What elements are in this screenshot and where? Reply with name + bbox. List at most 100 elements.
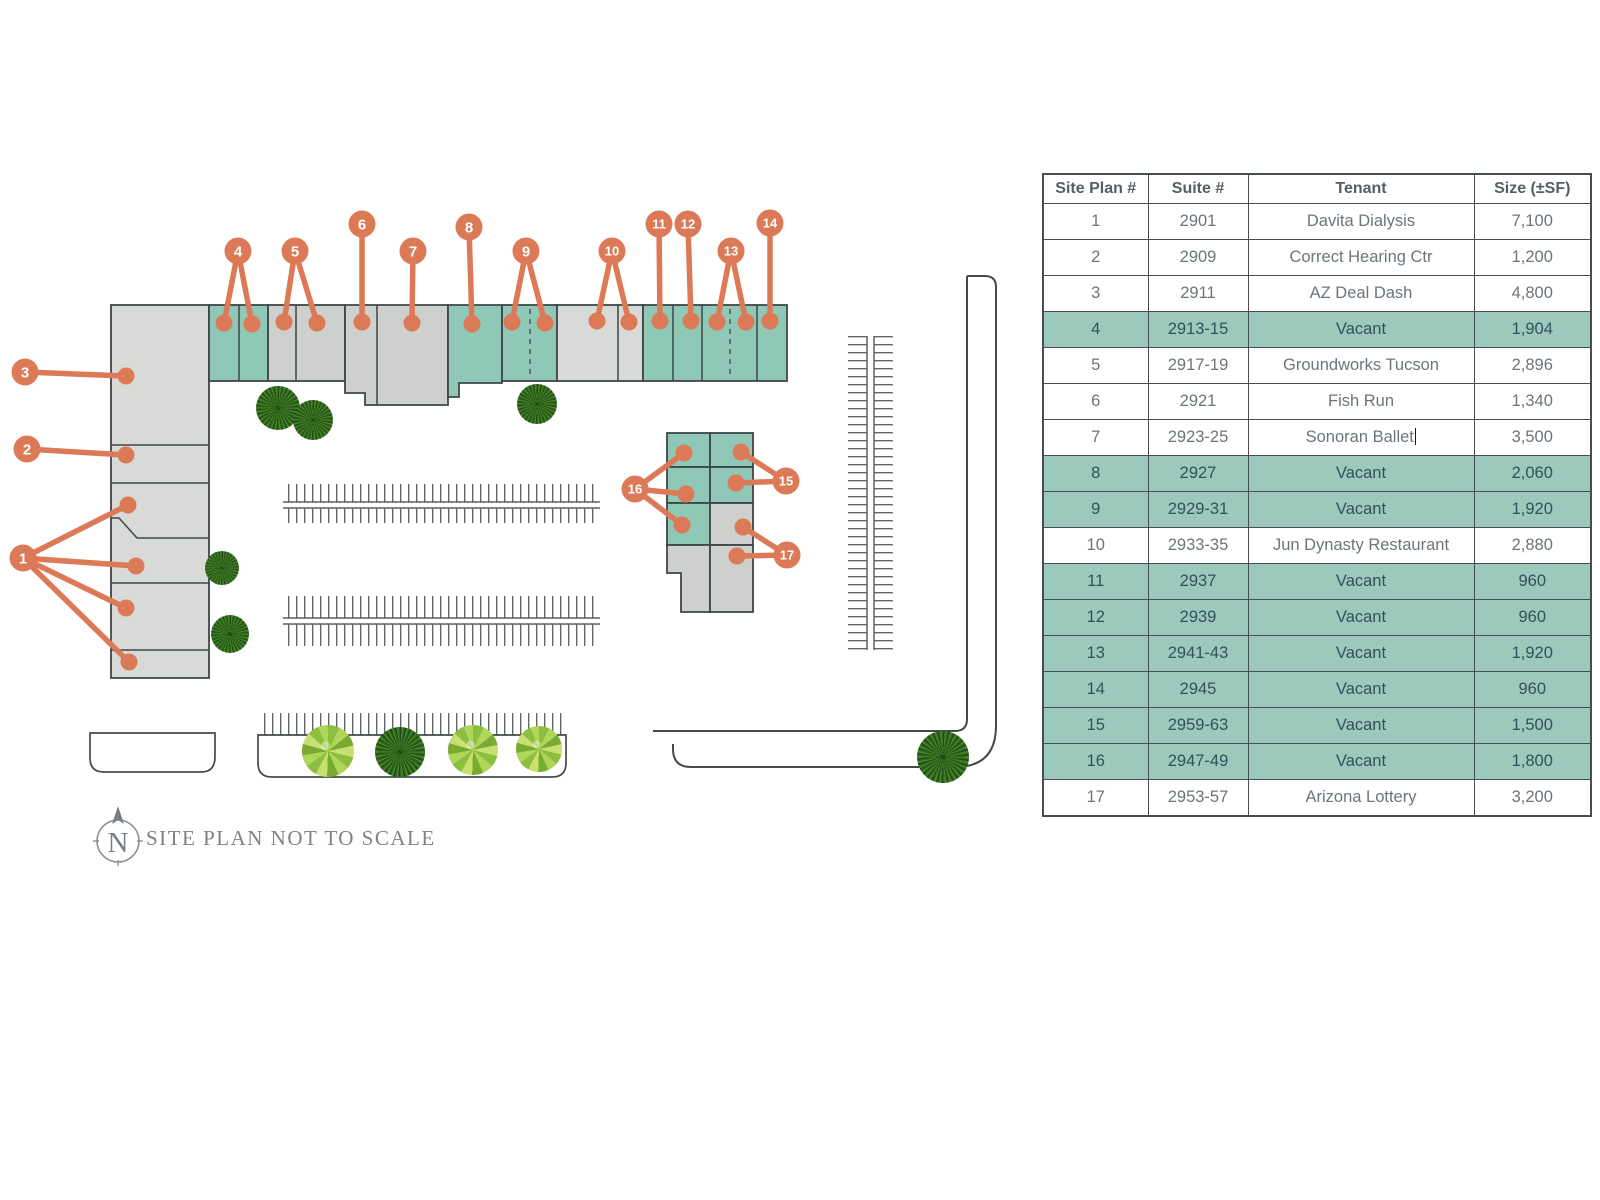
marker-dot [308, 314, 326, 332]
cell-site_plan_no: 16 [1042, 743, 1149, 780]
marker-bubble [773, 541, 801, 569]
cell-text: 16 [1086, 752, 1105, 770]
site-marker-17: 17 [728, 518, 801, 569]
cell-site_plan_no: 15 [1042, 707, 1149, 744]
cell-suite: 2941-43 [1147, 635, 1249, 672]
cell-text: 2,896 [1511, 356, 1553, 374]
marker-label: 1 [19, 550, 27, 567]
marker-label: 2 [23, 441, 31, 458]
tree-icon [293, 400, 333, 440]
marker-dot [708, 313, 726, 331]
marker-dot [215, 314, 233, 332]
site-marker-6: 6 [348, 210, 376, 331]
cell-text: 2927 [1179, 464, 1217, 482]
site-marker-1: 1 [9, 496, 145, 671]
cell-tenant: Groundworks Tucson [1247, 347, 1475, 384]
cell-text: 2917-19 [1167, 356, 1229, 374]
marker-bubble [645, 210, 673, 238]
cell-size: 1,920 [1473, 491, 1592, 528]
cell-text: Vacant [1335, 716, 1387, 734]
cell-text: 2,880 [1511, 536, 1553, 554]
marker-label: 8 [465, 219, 473, 236]
marker-label: 4 [234, 243, 243, 260]
marker-dot [734, 518, 752, 536]
marker-dot [673, 516, 691, 534]
cell-site_plan_no: 14 [1042, 671, 1149, 708]
cell-tenant[interactable]: Sonoran Ballet [1247, 419, 1475, 456]
site-marker-13: 13 [708, 237, 755, 331]
marker-label: 5 [291, 243, 299, 260]
cell-size: 2,060 [1473, 455, 1592, 492]
marker-bubble [281, 237, 309, 265]
cell-site_plan_no: 9 [1042, 491, 1149, 528]
cell-suite: 2901 [1147, 203, 1249, 240]
cell-text: 960 [1518, 572, 1547, 590]
cell-tenant: Vacant [1247, 311, 1475, 348]
tree-icon [256, 386, 300, 430]
marker-bubble [455, 213, 483, 241]
cell-text: Davita Dialysis [1306, 212, 1416, 230]
marker-dot [127, 557, 145, 575]
table-row: 11 2937 Vacant 960 [1042, 563, 1592, 600]
cell-text: Fish Run [1327, 392, 1395, 410]
marker-label: 11 [652, 217, 666, 232]
cell-text: 2933-35 [1167, 536, 1229, 554]
cell-tenant: Vacant [1247, 491, 1475, 528]
marker-leader-line [24, 446, 129, 458]
cell-text: 7,100 [1511, 212, 1553, 230]
cell-text: 2911 [1180, 284, 1216, 302]
cell-size: 2,896 [1473, 347, 1592, 384]
cell-suite: 2911 [1147, 275, 1249, 312]
cell-size: 1,340 [1473, 383, 1592, 420]
cell-text: 2947-49 [1167, 752, 1229, 770]
cell-text: 17 [1086, 788, 1105, 806]
cell-text: 1,340 [1511, 392, 1553, 410]
cell-tenant: Vacant [1247, 455, 1475, 492]
cell-suite: 2959-63 [1147, 707, 1249, 744]
cell-size: 960 [1473, 563, 1592, 600]
cell-text: 1,920 [1511, 500, 1553, 518]
tree-icon [516, 726, 562, 772]
cell-size: 1,904 [1473, 311, 1592, 348]
tree-icon [917, 731, 969, 783]
cell-text: 1,200 [1511, 248, 1553, 266]
marker-label: 9 [522, 243, 530, 260]
cell-size: 3,200 [1473, 779, 1592, 817]
marker-dot [403, 314, 421, 332]
site-marker-5: 5 [275, 237, 326, 332]
cell-text: 12 [1086, 608, 1105, 626]
cell-tenant: Vacant [1247, 707, 1475, 744]
site-marker-2: 2 [13, 435, 135, 464]
marker-leader-line [466, 224, 475, 327]
marker-bubble [348, 210, 376, 238]
marker-bubble [598, 237, 626, 265]
cell-text: 2 [1091, 248, 1101, 266]
cell-text: 14 [1086, 680, 1105, 698]
cell-text: Vacant [1335, 644, 1387, 662]
cell-text: 11 [1087, 572, 1105, 590]
cell-suite: 2953-57 [1147, 779, 1249, 817]
cell-text: Vacant [1335, 572, 1387, 590]
marker-dot [536, 314, 554, 332]
tree-icon [375, 727, 425, 777]
tree-icon [211, 615, 249, 653]
cell-size: 960 [1473, 671, 1592, 708]
marker-dot [275, 313, 293, 331]
marker-label: 12 [681, 217, 695, 232]
cell-text: Vacant [1335, 680, 1387, 698]
site-marker-8: 8 [455, 213, 483, 333]
cell-site_plan_no: 13 [1042, 635, 1149, 672]
cell-suite: 2937 [1147, 563, 1249, 600]
marker-dot [117, 446, 135, 464]
marker-dot [503, 313, 521, 331]
marker-bubble [399, 237, 427, 265]
marker-bubble [674, 210, 702, 238]
